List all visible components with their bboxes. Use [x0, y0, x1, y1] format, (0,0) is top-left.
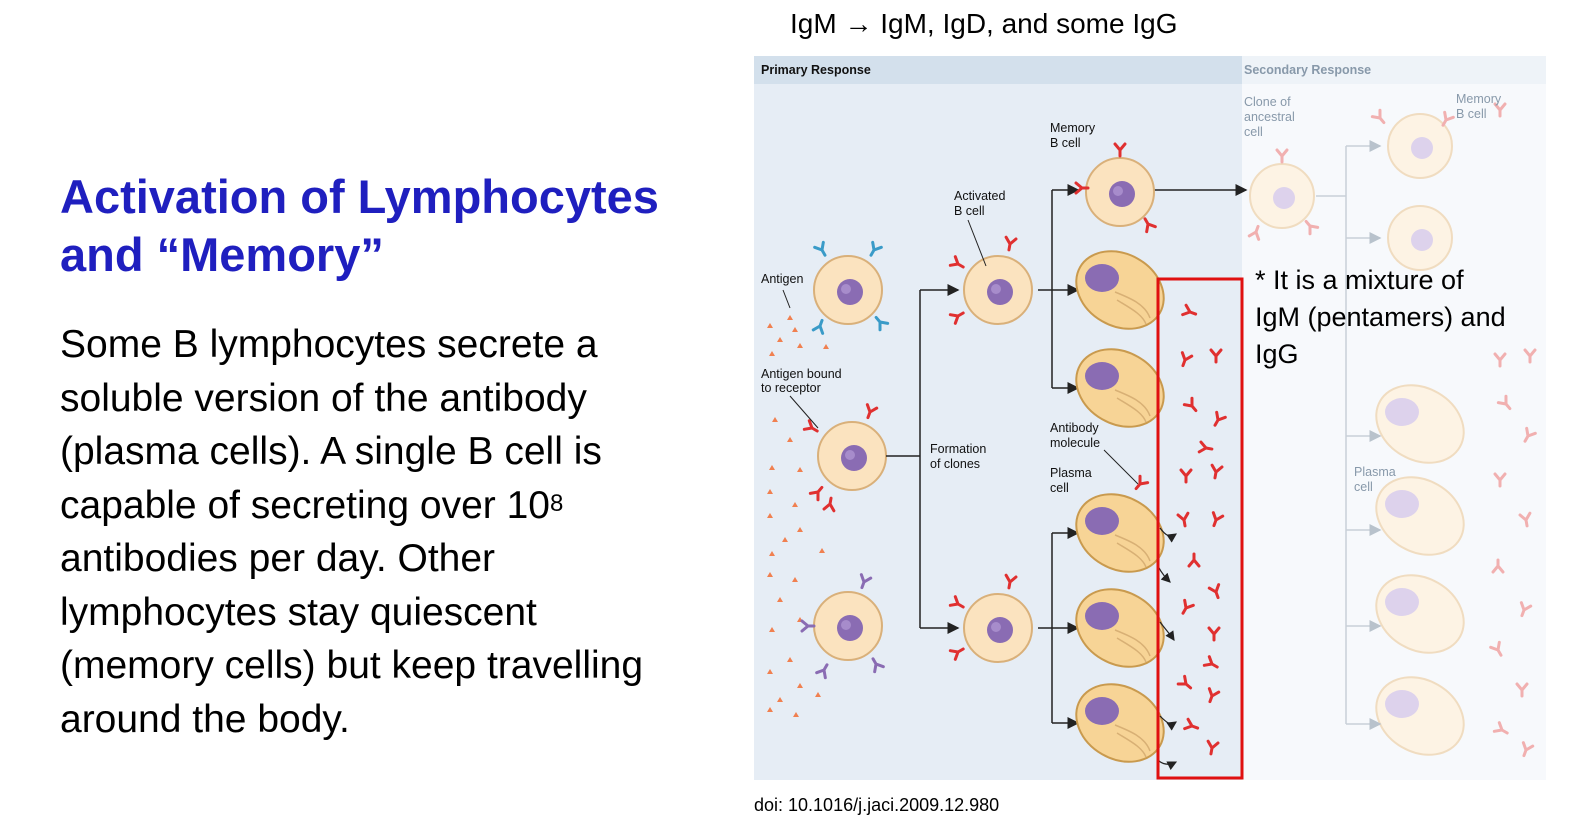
label-memory-1: Memory: [1050, 121, 1096, 135]
label-clone-1: Clone of: [1244, 95, 1291, 109]
label-memory-2: B cell: [1050, 136, 1081, 150]
secondary-memory-cell-2: [1387, 205, 1453, 271]
label-sec-plasma-1: Plasma: [1354, 465, 1396, 479]
label-sec-memory-1: Memory: [1456, 92, 1502, 106]
body-paragraph: Some B lymphocytes secrete a soluble ver…: [60, 318, 700, 746]
label-clone-3: cell: [1244, 125, 1263, 139]
primary-response-panel: [754, 56, 1242, 780]
body-text-part-1: Some B lymphocytes secrete a soluble ver…: [60, 323, 602, 527]
label-antibody-1: Antibody: [1050, 421, 1099, 435]
label-plasma-2: cell: [1050, 481, 1069, 495]
figure-top-caption: IgM → IgM, IgD, and some IgG: [790, 8, 1178, 39]
connector-lines-2: [1038, 184, 1248, 729]
secondary-ancestral-cell: [1249, 163, 1315, 229]
label-clone-2: ancestral: [1244, 110, 1295, 124]
primary-response-header: Primary Response: [761, 63, 871, 77]
mixture-note: * It is a mixture of IgM (pentamers) and…: [1255, 265, 1506, 369]
label-formation-2: of clones: [930, 457, 980, 471]
body-superscript: 8: [549, 489, 564, 517]
connector-lines-1: [886, 284, 960, 634]
label-sec-plasma-2: cell: [1354, 480, 1373, 494]
label-activated-1: Activated: [954, 189, 1005, 203]
label-antigen-bound-1: Antigen bound: [761, 367, 842, 381]
antibody-highlight-box: [1156, 277, 1244, 780]
title-line-1: Activation of Lymphocytes: [60, 170, 659, 223]
label-sec-memory-2: B cell: [1456, 107, 1487, 121]
label-antigen: Antigen: [761, 272, 803, 286]
label-antibody-2: molecule: [1050, 436, 1100, 450]
label-activated-2: B cell: [954, 204, 985, 218]
body-text-part-2: antibodies per day. Other lymphocytes st…: [60, 537, 644, 741]
secondary-response-header: Secondary Response: [1244, 63, 1371, 77]
label-formation-1: Formation: [930, 442, 986, 456]
secondary-response-content: Clone of ancestral cell Memory B cell Pl…: [1244, 92, 1537, 772]
label-antigen-bound-2: to receptor: [761, 381, 821, 395]
doi-citation: doi: 10.1016/j.jaci.2009.12.980: [754, 795, 1000, 815]
slide-title: Activation of Lymphocytes and “Memory”: [60, 168, 760, 284]
label-plasma-1: Plasma: [1050, 466, 1092, 480]
title-line-2: and “Memory”: [60, 228, 384, 281]
primary-response-header-bar: [754, 56, 1242, 84]
